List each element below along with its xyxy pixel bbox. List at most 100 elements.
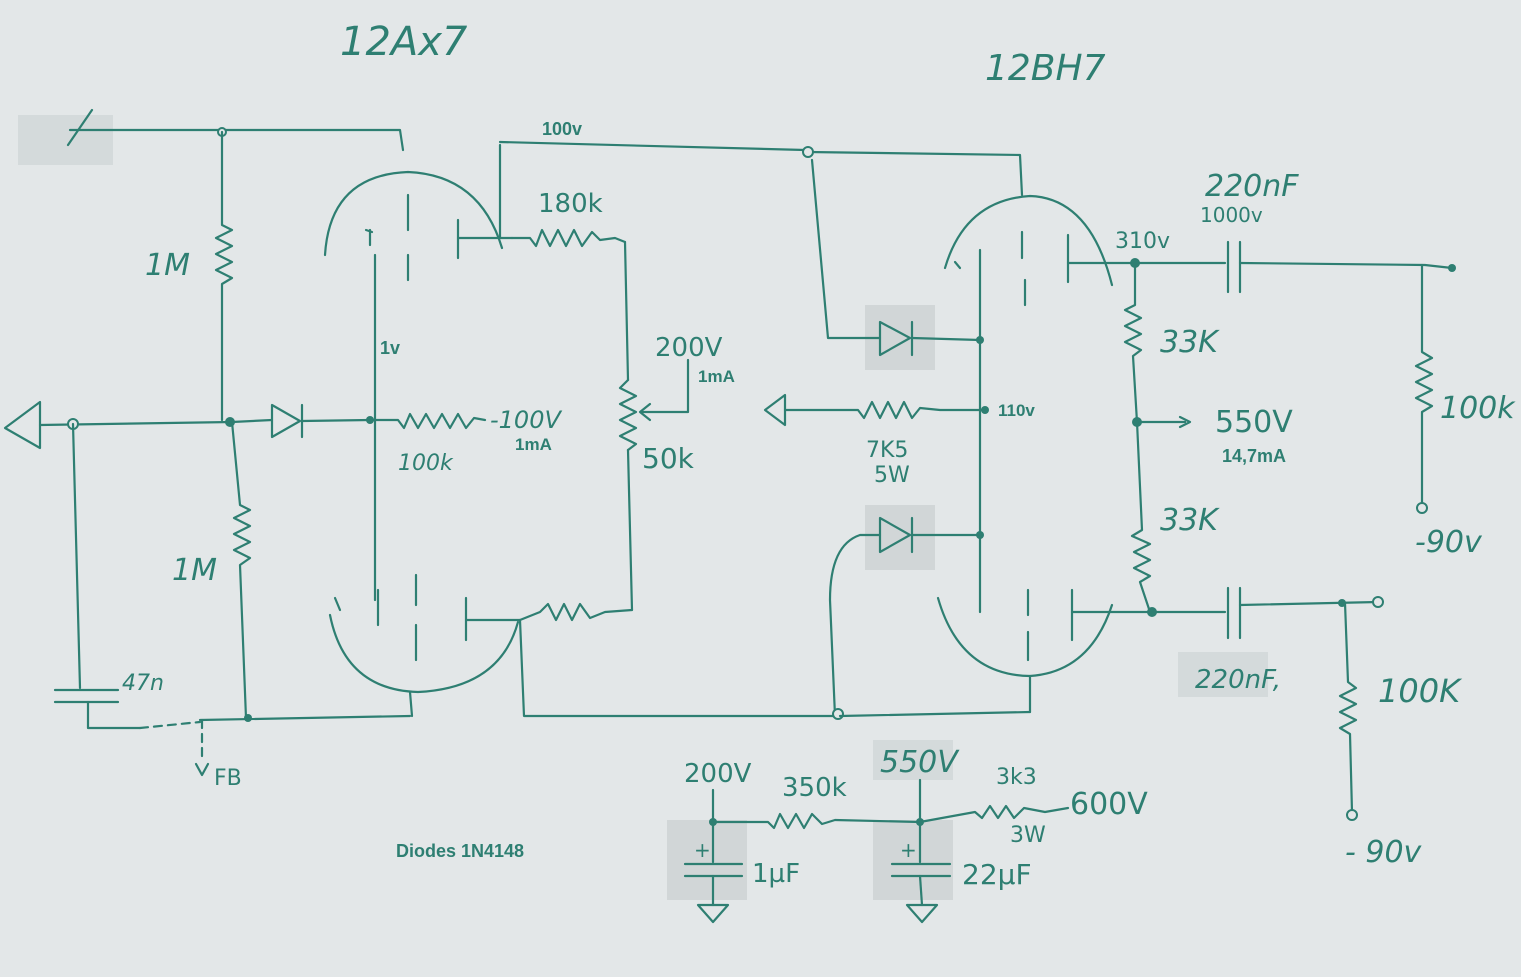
rail-tick bbox=[66, 108, 94, 147]
resistor-100k-top bbox=[1414, 263, 1434, 507]
resistor-7k5 bbox=[783, 400, 987, 420]
label-plus-22uf: + bbox=[900, 838, 917, 862]
label-3k3: 3k3 bbox=[996, 765, 1037, 790]
diode-top-wire bbox=[810, 158, 882, 340]
pot-bottom-wire bbox=[626, 448, 634, 612]
diode-bottom-wire bbox=[828, 533, 882, 718]
ground-rail-left bbox=[198, 714, 412, 722]
label-7k5: 7K5 bbox=[866, 438, 908, 463]
label-patch-220nf bbox=[1178, 652, 1268, 697]
ground-icon bbox=[696, 903, 730, 924]
fb-dash bbox=[138, 720, 202, 730]
output-node-bottom bbox=[1372, 596, 1384, 608]
top-wire-right bbox=[806, 150, 1024, 197]
cap-patch-1uf bbox=[667, 820, 747, 900]
label-1m-top: 1M bbox=[145, 248, 190, 283]
resistor-1m-top bbox=[214, 130, 234, 422]
diode-top-out bbox=[910, 336, 982, 342]
label-psu-550v: 550V bbox=[880, 745, 960, 780]
input-section bbox=[3, 108, 487, 777]
cap-47n-return bbox=[86, 700, 142, 730]
top-rail-wire bbox=[68, 128, 405, 152]
diode-1n4148-left-icon bbox=[270, 403, 302, 439]
tube-label-12bh7: 12BH7 bbox=[985, 48, 1106, 89]
label-5w: 5W bbox=[874, 463, 910, 488]
output-network bbox=[1123, 240, 1456, 821]
cap-top-wire-b bbox=[1238, 261, 1454, 270]
paper-patch bbox=[18, 115, 113, 165]
tube-envelope-bottom bbox=[328, 613, 520, 694]
label-220nf-bottom: 220nF, bbox=[1195, 665, 1281, 695]
label-1ma-a: 1mA bbox=[698, 367, 735, 386]
label-350k: 350k bbox=[782, 773, 847, 803]
resistor-3k3 bbox=[918, 804, 1070, 824]
diode-wire-b bbox=[300, 418, 372, 423]
fb-arrow-icon bbox=[194, 762, 210, 777]
label-diodes: Diodes 1N4148 bbox=[396, 841, 524, 861]
label-1ma-b: 1mA bbox=[515, 435, 552, 454]
driver-section bbox=[763, 146, 1032, 720]
label-neg100v: -100V bbox=[490, 406, 562, 434]
ground-node bbox=[832, 708, 844, 720]
label-180k: 180k bbox=[538, 189, 603, 219]
label-110v: 110v bbox=[998, 401, 1035, 420]
label-psu-200v: 200V bbox=[684, 759, 752, 789]
fb-node bbox=[244, 714, 252, 722]
label-50k: 50k bbox=[642, 442, 695, 475]
ground-2-wire bbox=[918, 874, 924, 907]
pot-top-wire bbox=[623, 240, 630, 382]
resistor-180k bbox=[510, 228, 627, 248]
cathode-node-right bbox=[981, 406, 989, 414]
potentiometer-50k bbox=[618, 378, 638, 452]
power-supply bbox=[683, 778, 1070, 924]
pot-wiper-wire bbox=[640, 358, 690, 414]
heater-upper bbox=[364, 228, 374, 247]
neg90-bottom-node bbox=[1346, 809, 1358, 821]
label-1v: 1v bbox=[380, 338, 400, 358]
label-100k-top: 100k bbox=[1440, 391, 1516, 426]
label-1m-bottom: 1M bbox=[172, 553, 217, 588]
node-plate-lower bbox=[1147, 607, 1157, 617]
diode-1n4148-top-icon bbox=[878, 320, 912, 357]
label-100k-bottom: 100K bbox=[1378, 672, 1463, 710]
tube2-envelope-bottom bbox=[936, 596, 1114, 678]
label-310v: 310v bbox=[1115, 229, 1170, 254]
tube2-grid-upper bbox=[1020, 230, 1027, 307]
heater-lower bbox=[333, 588, 380, 627]
label-1000v: 1000v bbox=[1200, 203, 1263, 227]
resistor-100k-bottom bbox=[1338, 601, 1358, 814]
rail-node-right bbox=[802, 146, 814, 158]
ground-rail-mid bbox=[518, 618, 837, 718]
diode-wire-a bbox=[230, 418, 274, 424]
supply-550v-arrow-icon bbox=[1135, 415, 1192, 429]
tube2-envelope-top bbox=[943, 194, 1114, 287]
cap-bottom-wire bbox=[1238, 600, 1380, 607]
cap-47n-wire bbox=[71, 422, 82, 690]
tube-label-12ax7: 12Ax7 bbox=[340, 19, 468, 65]
input-terminal-icon bbox=[3, 400, 42, 450]
capacitor-47n bbox=[53, 688, 120, 704]
label-100v: 100v bbox=[542, 119, 582, 139]
resistor-350k bbox=[711, 788, 922, 830]
resistor-33k-bottom bbox=[1130, 420, 1152, 614]
cap-patch-22uf bbox=[873, 820, 953, 900]
ground-rail-right bbox=[838, 710, 1032, 718]
wiper-arrow-icon bbox=[638, 402, 652, 422]
capacitor-220nf-top bbox=[1226, 240, 1242, 294]
label-33k-bottom: 33K bbox=[1160, 503, 1220, 538]
label-47n: 47n bbox=[122, 671, 164, 696]
output-node-top bbox=[1448, 264, 1456, 272]
label-220nf-top: 220nF bbox=[1205, 169, 1299, 204]
label-patch-550 bbox=[873, 740, 953, 780]
ground-icon bbox=[905, 903, 939, 924]
label-33k-top: 33K bbox=[1160, 325, 1220, 360]
label-14-7ma: 14,7mA bbox=[1222, 446, 1286, 466]
label-3w: 3W bbox=[1010, 823, 1046, 848]
tube-12ax7 bbox=[323, 170, 522, 718]
label-200v: 200V bbox=[655, 333, 723, 363]
resistor-100k bbox=[368, 412, 487, 430]
resistor-1m-bottom bbox=[230, 420, 252, 720]
tube-lower-lead bbox=[408, 690, 414, 718]
label-550v: 550V bbox=[1215, 405, 1293, 440]
